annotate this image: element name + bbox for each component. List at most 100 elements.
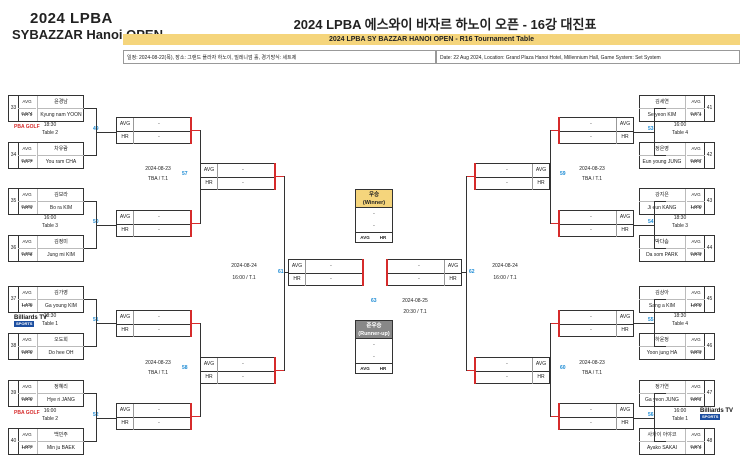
match-number: 58 [182,365,188,371]
score-box[interactable]: AVG-HR- [386,259,462,286]
avg-label: AVG [291,263,303,269]
avg-label: AVG [119,121,131,127]
bracket-line [654,248,666,249]
score-row: AVG- [117,118,191,132]
match-number: 53 [648,126,654,132]
player-hr: HR 6 [21,350,33,355]
player-avg: AVG 1.000 [687,287,705,307]
score-box[interactable]: AVG-HR- [200,357,276,384]
score-value: - [566,118,617,131]
player-avg: AVG 0.667 [687,381,705,401]
avg-label: AVG [203,361,215,367]
score-value: - [566,311,617,324]
player-hr: HR 5 [690,205,702,210]
bracket-line [550,223,558,224]
score-box[interactable]: AVG-HR- [474,163,550,190]
bracket-line [654,108,655,156]
winner-box-header: 우승(Winner) [356,190,392,208]
score-box[interactable]: AVG-HR- [200,163,276,190]
match-number: 62 [469,269,475,275]
bracket-line [192,416,200,417]
score-row: AVG- [201,164,275,178]
score-box[interactable]: AVG- HR- [558,117,634,144]
avg-label: AVG [203,167,215,173]
score-value: - [394,273,445,286]
bracket-line [466,370,474,371]
score-row: AVG- [559,118,633,132]
match-time: TBA / T.1 [147,176,169,182]
match-time: 16:00 [673,407,687,414]
match-table: Table 3 [671,223,689,229]
match-time: TBA / T.1 [581,370,603,376]
page-subtitle: 2024 LPBA SY BAZZAR HANOI OPEN - R16 Tou… [123,34,740,45]
winner-box-label-kr: 우승 [368,192,380,198]
player-avg: AVG 0.667 [687,143,705,163]
player-hr: HR 5 [690,303,702,308]
avg-label: AVG [619,214,631,220]
score-row: AVG- [387,260,461,274]
score-box[interactable]: AVG-HR- [288,259,364,286]
player-name-en: Ayako SAKAI [639,442,686,454]
score-row: HR- [475,177,549,190]
score-value: - [133,404,184,417]
bracket-line [192,130,200,131]
match-number: 60 [560,365,566,371]
runnerup-box-value: - [373,342,375,348]
score-box[interactable]: AVG-HR- [116,210,192,237]
player-seed: 43 [704,189,714,214]
player-hr: HR 4 [690,112,702,117]
avg-label: AVG [619,407,631,413]
score-box[interactable]: AVG-HR- [116,403,192,430]
match-time: 16:00 [43,215,57,221]
player-seed: 46 [704,334,714,359]
score-box[interactable]: AVG-HR- [558,403,634,430]
score-box[interactable]: AVG-HR- [558,310,634,337]
match-date: 2024-08-24 [231,263,257,269]
hr-label: HR [621,134,629,140]
player-seed: 47 [704,381,714,406]
score-row: AVG- [559,211,633,225]
player-hr: HR 6 [21,252,33,257]
hr-label: HR [379,235,387,240]
avg-label: AVG [619,314,631,320]
player-hr: HR 6 [690,445,702,450]
bracket-line [96,225,116,226]
bracket-line [550,130,551,224]
score-value: - [133,131,184,144]
player-seed: 42 [704,143,714,168]
match-table: Table 4 [671,130,689,136]
avg-label: AVG [619,121,631,127]
score-box[interactable]: AVG-HR- [116,310,192,337]
score-value: - [394,260,445,273]
player-name-en: You ram CHA [37,156,84,168]
bracket-line [550,130,558,131]
score-row: AVG- [117,211,191,225]
bracket-line [96,323,116,324]
score-box[interactable]: AVG-HR- [116,117,192,144]
score-value: - [566,211,617,224]
bracket-line [192,323,200,324]
player-hr: HR 4 [690,252,702,257]
match-number: 63 [371,298,377,304]
score-box[interactable]: AVG-HR- [474,357,550,384]
score-box[interactable]: AVG-HR- [558,210,634,237]
score-row: HR- [559,224,633,237]
